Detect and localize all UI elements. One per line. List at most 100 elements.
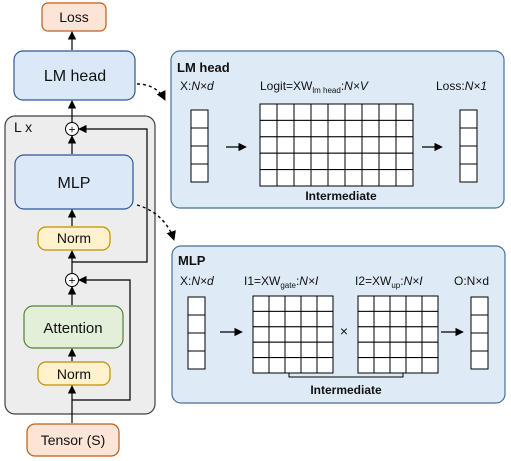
matrix-cell	[421, 326, 439, 343]
matrix-cell	[268, 357, 286, 374]
matrix-cell	[357, 357, 375, 374]
matrix-cell	[344, 136, 363, 154]
matrix-cell	[316, 341, 334, 359]
lm-head-box	[13, 50, 136, 101]
loss-label: Loss	[59, 9, 89, 25]
matrix-cell	[378, 103, 397, 121]
mlp-intermediate-brace	[288, 373, 404, 378]
matrix-cell	[459, 127, 478, 147]
matrix-cell	[357, 326, 375, 343]
matrix-cell	[310, 119, 329, 138]
matrix-cell	[378, 169, 397, 187]
matrix-cell	[316, 310, 334, 328]
matrix-cell	[389, 341, 407, 359]
mlp-o-matrix	[470, 296, 489, 370]
residual-add-bottom-sign: +	[68, 274, 75, 288]
matrix-cell	[276, 103, 295, 121]
matrix-cell	[405, 326, 423, 343]
residual-add-top-sign: +	[68, 123, 75, 137]
matrix-cell	[357, 341, 375, 359]
matrix-cell	[187, 296, 206, 316]
norm-top-box	[37, 226, 111, 251]
matrix-cell	[470, 350, 489, 370]
attention-label: Attention	[43, 320, 102, 337]
matrix-cell	[187, 314, 206, 334]
matrix-cell	[187, 350, 206, 370]
matrix-cell	[300, 326, 318, 343]
matrix-cell	[459, 163, 478, 183]
matrix-cell	[361, 136, 380, 154]
matrix-cell	[327, 136, 346, 154]
norm-bottom-box	[37, 361, 111, 386]
mlp-i2-matrix	[357, 295, 439, 374]
matrix-cell	[259, 103, 278, 121]
matrix-cell	[310, 136, 329, 154]
mlp-box	[14, 154, 134, 210]
matrix-cell	[344, 119, 363, 138]
matrix-cell	[327, 119, 346, 138]
lm-head-logit-matrix	[259, 103, 414, 187]
matrix-cell	[259, 136, 278, 154]
matrix-cell	[293, 152, 312, 171]
matrix-cell	[421, 310, 439, 328]
matrix-cell	[284, 341, 302, 359]
matrix-cell	[268, 341, 286, 359]
matrix-cell	[252, 341, 270, 359]
matrix-cell	[268, 310, 286, 328]
matrix-cell	[389, 326, 407, 343]
residual-path-bottom	[72, 275, 131, 401]
tensor-box	[26, 423, 120, 457]
matrix-cell	[276, 169, 295, 187]
tensor-label: Tensor (S)	[41, 432, 106, 448]
matrix-cell	[327, 103, 346, 121]
mlp-i1-matrix	[252, 295, 334, 374]
mlp-times-sign: ×	[340, 323, 348, 339]
mlp-intermediate-label: Intermediate	[310, 383, 382, 397]
matrix-cell	[293, 169, 312, 187]
matrix-cell	[470, 332, 489, 352]
matrix-cell	[405, 357, 423, 374]
matrix-cell	[252, 310, 270, 328]
attention-box	[23, 305, 124, 349]
matrix-cell	[327, 152, 346, 171]
matrix-cell	[259, 169, 278, 187]
norm-top-label: Norm	[57, 230, 91, 246]
matrix-cell	[344, 169, 363, 187]
matrix-cell	[344, 103, 363, 121]
matrix-cell	[378, 119, 397, 138]
mlp-x-label: X:N×d	[180, 274, 214, 288]
matrix-cell	[361, 169, 380, 187]
matrix-cell	[373, 295, 391, 312]
matrix-cell	[190, 163, 209, 183]
mlp-o-label: O:N×d	[454, 274, 489, 288]
matrix-cell	[421, 341, 439, 359]
matrix-cell	[405, 310, 423, 328]
matrix-cell	[310, 152, 329, 171]
matrix-cell	[361, 103, 380, 121]
matrix-cell	[300, 341, 318, 359]
callout-mlp	[136, 204, 176, 241]
matrix-cell	[187, 332, 206, 352]
matrix-cell	[361, 119, 380, 138]
mlp-x-matrix	[187, 296, 206, 370]
matrix-cell	[293, 119, 312, 138]
matrix-cell	[395, 169, 414, 187]
callout-lmhead	[136, 83, 166, 101]
matrix-cell	[470, 296, 489, 316]
matrix-cell	[389, 357, 407, 374]
matrix-cell	[373, 357, 391, 374]
matrix-cell	[395, 136, 414, 154]
mlp-panel	[171, 245, 506, 404]
mlp-panel-title: MLP	[178, 253, 206, 268]
matrix-cell	[316, 326, 334, 343]
matrix-cell	[378, 152, 397, 171]
matrix-cell	[268, 326, 286, 343]
matrix-cell	[373, 341, 391, 359]
matrix-cell	[284, 326, 302, 343]
mlp-i1-label: I1=XWgate:N×I	[244, 274, 319, 290]
lm-head-logit-label: Logit=XWlm head:N×V	[260, 79, 369, 95]
matrix-cell	[395, 119, 414, 138]
matrix-cell	[300, 357, 318, 374]
